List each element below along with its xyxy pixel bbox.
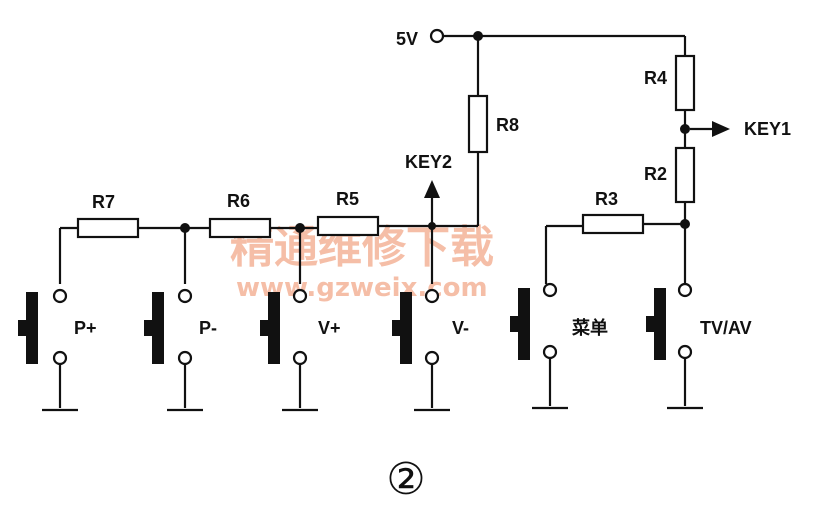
label-r8: R8 — [496, 115, 519, 135]
label-key2: KEY2 — [405, 152, 452, 172]
resistor-r4 — [674, 54, 696, 112]
label-r3: R3 — [595, 189, 618, 209]
key1-arrow-icon — [712, 121, 730, 137]
resistor-r7 — [76, 217, 140, 239]
label-key1: KEY1 — [744, 119, 791, 139]
resistor-r5 — [316, 215, 380, 237]
resistor-r6 — [208, 217, 272, 239]
resistor-r2 — [674, 146, 696, 204]
button-v-minus[interactable] — [392, 288, 450, 412]
label-r6: R6 — [227, 191, 250, 211]
label-v-plus: V+ — [318, 318, 341, 338]
label-p-minus: P- — [199, 318, 217, 338]
figure-number: ② — [386, 454, 425, 505]
button-menu[interactable] — [510, 282, 568, 410]
button-p-minus[interactable] — [144, 288, 203, 412]
label-r5: R5 — [336, 189, 359, 209]
label-tv-av: TV/AV — [700, 318, 752, 338]
label-v-minus: V- — [452, 318, 469, 338]
supply-label: 5V — [396, 29, 418, 49]
label-menu: 菜单 — [571, 317, 608, 338]
button-tv-av[interactable] — [646, 282, 703, 410]
resistor-r3 — [581, 213, 645, 235]
supply-rail — [429, 28, 687, 96]
supply-terminal — [429, 28, 445, 44]
ladder-wire — [58, 222, 685, 284]
label-r4: R4 — [644, 68, 667, 88]
button-p-plus[interactable] — [18, 288, 78, 412]
label-r2: R2 — [644, 164, 667, 184]
label-p-plus: P+ — [74, 318, 97, 338]
key2-arrow-icon — [424, 180, 440, 198]
label-r7: R7 — [92, 192, 115, 212]
resistor-r8 — [467, 94, 489, 154]
junction-node — [680, 124, 690, 134]
button-v-plus[interactable] — [260, 288, 318, 412]
